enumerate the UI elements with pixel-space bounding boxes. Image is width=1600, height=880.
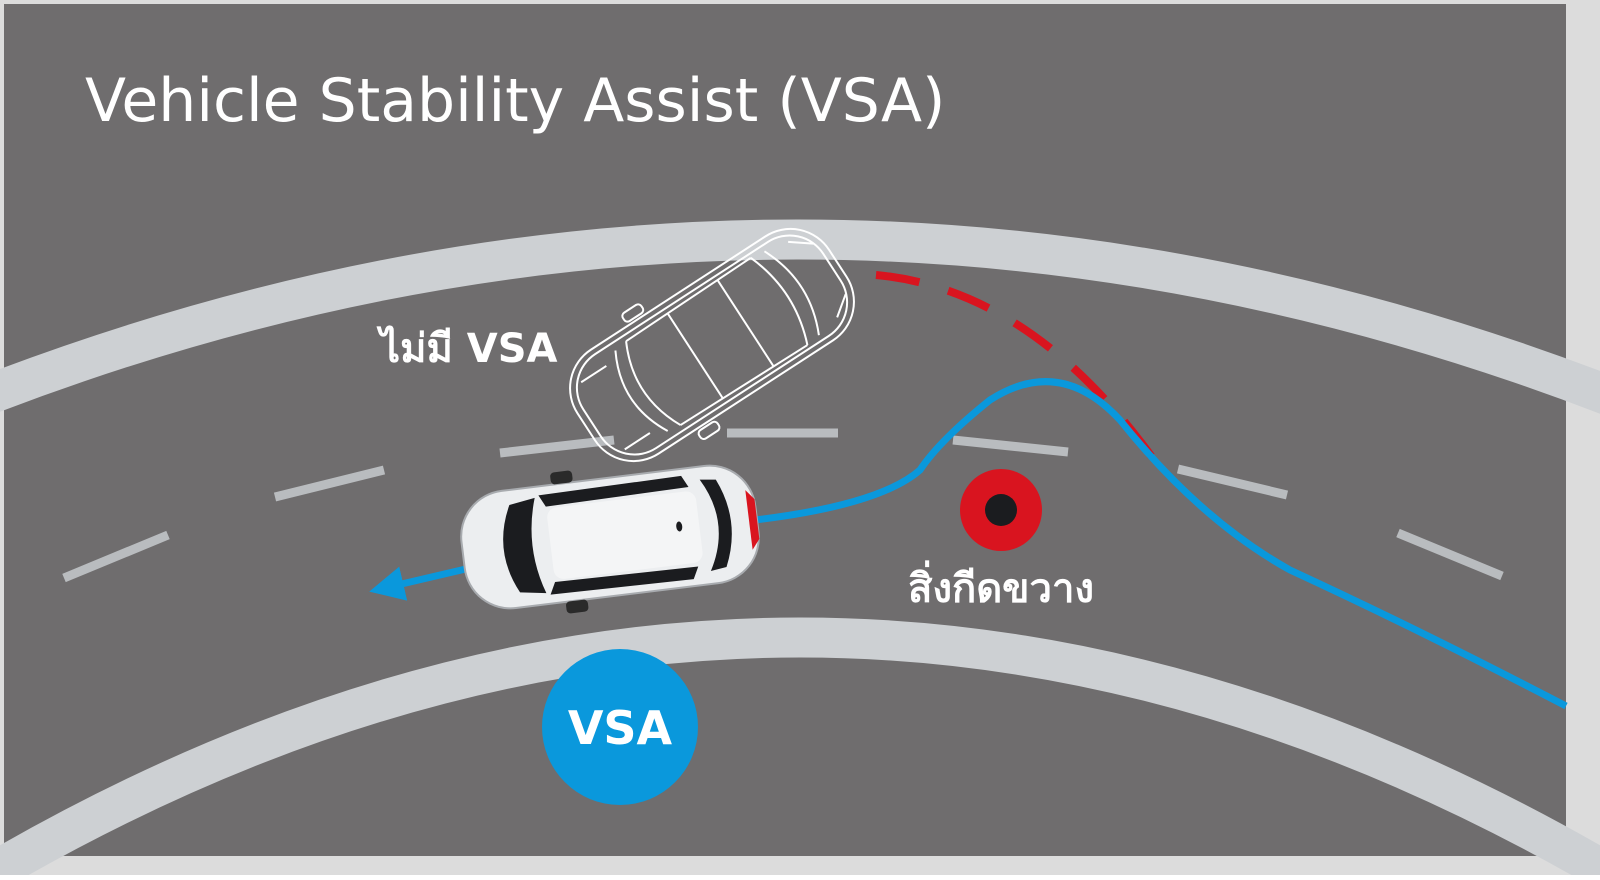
white-hatchback-car-icon: [460, 464, 760, 614]
diagram-title: Vehicle Stability Assist (VSA): [85, 66, 945, 136]
without-vsa-label: ไม่มี VSA: [376, 325, 558, 372]
road-edges: [0, 219, 1600, 880]
direction-arrow: [369, 564, 471, 601]
red-ring-obstacle-icon: [960, 469, 1042, 551]
lane-dashes: [62, 428, 1504, 583]
obstacle-label: สิ่งกีดขวาง: [908, 560, 1094, 612]
outline-car-sketch-icon: [569, 227, 855, 463]
vsa-badge-label: VSA: [568, 701, 673, 755]
vsa-path: [754, 378, 1568, 710]
vsa-badge: VSA: [542, 649, 698, 805]
inner-road-edge: [0, 617, 1600, 880]
outer-road-edge: [0, 219, 1600, 414]
